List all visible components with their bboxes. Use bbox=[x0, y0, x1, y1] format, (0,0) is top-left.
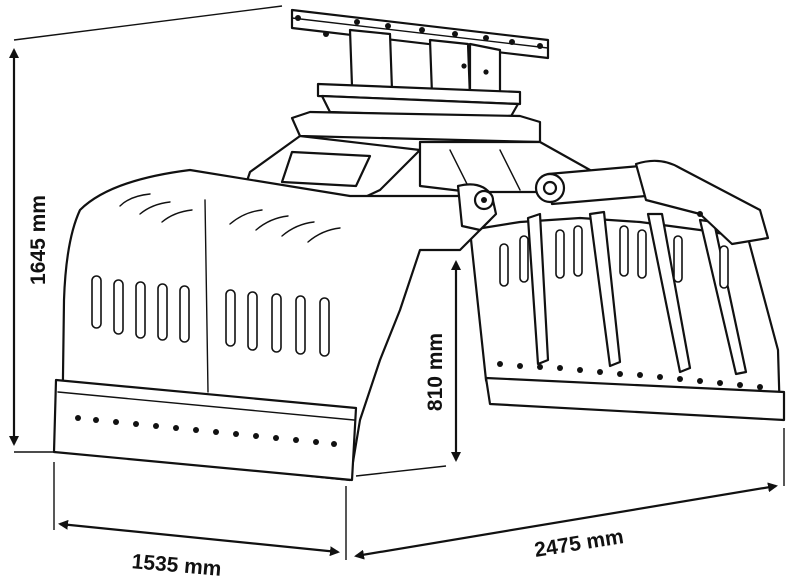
right-grab-shell bbox=[468, 216, 786, 422]
mount-bolts bbox=[295, 15, 543, 75]
open-height-dimension bbox=[355, 260, 461, 477]
height-label: 1645 mm bbox=[27, 195, 50, 285]
left-grab-ribs bbox=[119, 193, 341, 243]
right-grab-bolts bbox=[497, 361, 763, 390]
rotator-mount bbox=[290, 8, 550, 144]
length-label: 2475 mm bbox=[533, 525, 625, 562]
right-grab-slots bbox=[499, 225, 729, 289]
left-grab-cutting-edge bbox=[52, 378, 358, 482]
left-grab-slots bbox=[91, 275, 330, 357]
height-dimension bbox=[9, 5, 283, 453]
open-height-label: 810 mm bbox=[424, 333, 447, 411]
right-grab-tines bbox=[526, 210, 748, 376]
left-grab-bolts bbox=[75, 415, 337, 447]
hydraulic-cylinder bbox=[534, 159, 770, 246]
width-dimension bbox=[53, 462, 347, 560]
pivot-arm bbox=[456, 183, 498, 232]
width-label: 1535 mm bbox=[131, 550, 223, 581]
length-dimension bbox=[354, 428, 785, 560]
